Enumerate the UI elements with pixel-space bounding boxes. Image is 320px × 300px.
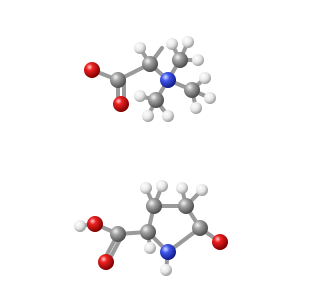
ball-and-stick-molecule-scene — [74, 36, 228, 276]
nitrogen-atom — [160, 72, 176, 88]
oxygen-atom — [113, 96, 129, 112]
hydrogen-atom — [199, 72, 211, 84]
carbon-atom — [178, 198, 194, 214]
oxygen-atom — [87, 216, 103, 232]
carbon-atom — [110, 72, 126, 88]
carbon-atom — [142, 56, 158, 72]
hydrogen-atom — [134, 90, 146, 102]
hydrogen-atom — [74, 220, 86, 232]
carbon-atom — [172, 52, 188, 68]
hydrogen-atom — [144, 242, 156, 254]
hydrogen-atom — [160, 264, 172, 276]
carbon-atom — [192, 220, 208, 236]
hydrogen-atom — [196, 184, 208, 196]
carbon-atom — [148, 92, 164, 108]
hydrogen-atom — [176, 182, 188, 194]
betaine-molecule — [84, 36, 216, 122]
oxygen-atom — [84, 62, 100, 78]
hydrogen-atom — [134, 42, 146, 54]
hydrogen-atom — [166, 38, 178, 50]
hydrogen-atom — [140, 182, 152, 194]
hydrogen-atom — [182, 36, 194, 48]
hydrogen-atom — [190, 102, 202, 114]
hydrogen-atom — [192, 54, 204, 66]
carbon-atom — [140, 224, 156, 240]
hydrogen-atom — [156, 180, 168, 192]
oxygen-atom — [212, 234, 228, 250]
hydrogen-atom — [142, 110, 154, 122]
oxygen-atom — [98, 254, 114, 270]
hydrogen-atom — [204, 92, 216, 104]
carbon-atom — [110, 226, 126, 242]
pyroglutamic-acid-molecule — [74, 180, 228, 276]
nitrogen-atom — [160, 244, 176, 260]
carbon-atom — [146, 198, 162, 214]
carbon-atom — [184, 82, 200, 98]
hydrogen-atom — [162, 110, 174, 122]
